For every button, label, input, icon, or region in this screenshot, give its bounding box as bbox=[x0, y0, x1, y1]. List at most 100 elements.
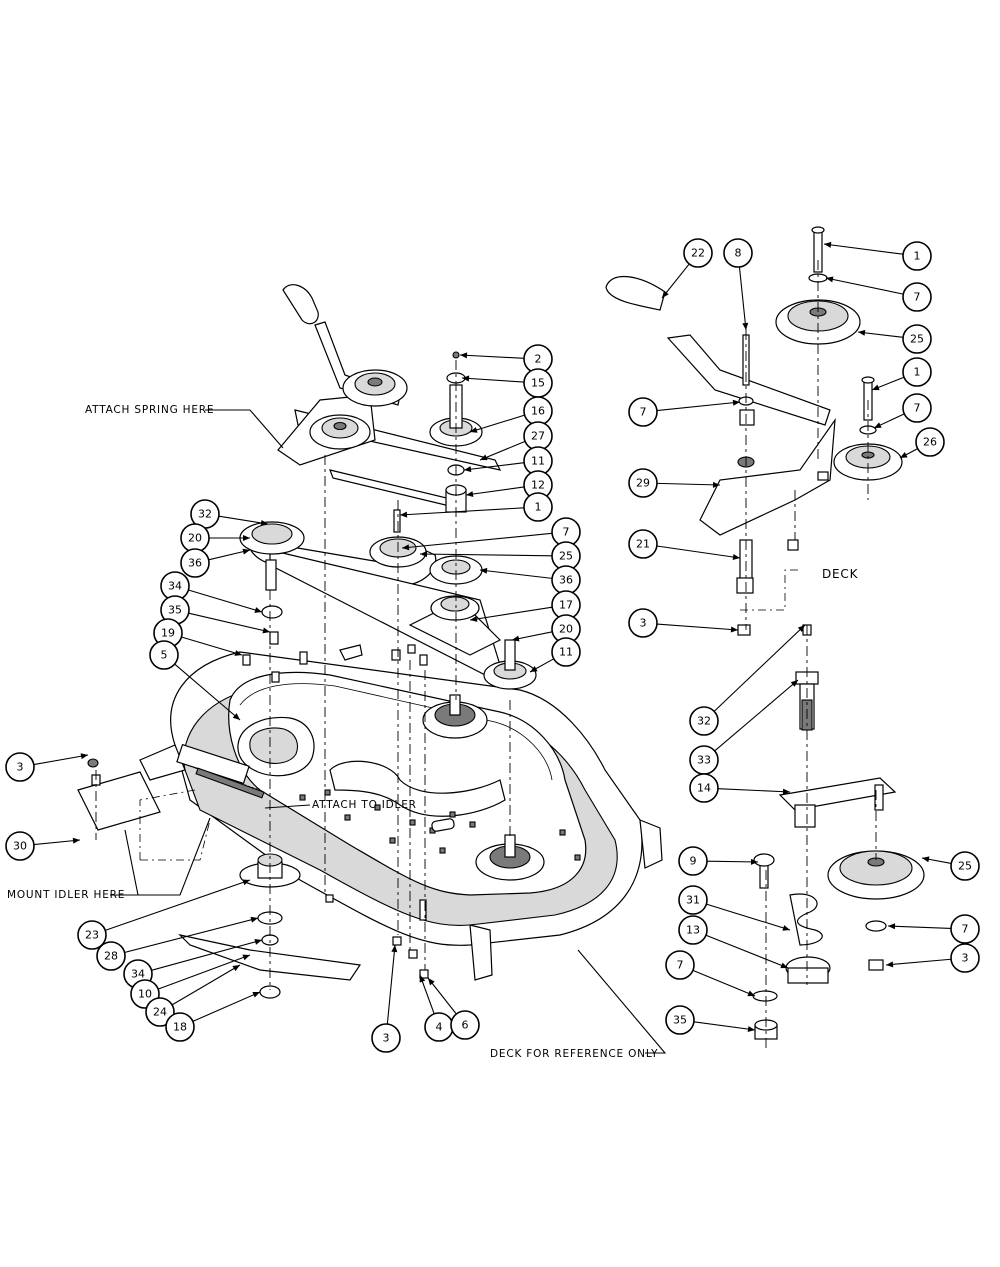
callout-number: 2 bbox=[535, 353, 542, 366]
idler-arm-assembly bbox=[277, 284, 408, 466]
callout-arrowhead bbox=[402, 544, 410, 551]
callout-circle bbox=[551, 637, 581, 667]
callout-arrowhead bbox=[470, 615, 478, 622]
callout-arrowhead bbox=[730, 626, 738, 633]
callout-28: 28 bbox=[96, 916, 259, 971]
callout-circle bbox=[450, 1010, 480, 1040]
callout-number: 27 bbox=[531, 430, 545, 443]
callout-circle bbox=[902, 357, 932, 387]
callout-9: 9 bbox=[678, 846, 759, 876]
callout-arrowhead bbox=[464, 466, 472, 473]
callout-arrowhead bbox=[747, 990, 755, 997]
callout-arrowhead bbox=[260, 519, 268, 526]
callout-14: 14 bbox=[689, 773, 791, 803]
callout-15: 15 bbox=[461, 368, 553, 398]
callout-21: 21 bbox=[628, 529, 741, 560]
callout-circle bbox=[149, 640, 179, 670]
callout-leader bbox=[188, 612, 271, 633]
callout-number: 14 bbox=[697, 782, 711, 795]
callout-34: 34 bbox=[160, 571, 263, 613]
callout-arrowhead bbox=[262, 627, 270, 634]
idler-arm-14 bbox=[778, 777, 897, 828]
callout-leader bbox=[151, 939, 263, 971]
callout-7: 7 bbox=[825, 276, 932, 312]
callout-leader bbox=[738, 266, 747, 331]
callout-11: 11 bbox=[529, 637, 581, 673]
callout-arrowhead bbox=[460, 352, 468, 359]
callout-arrowhead bbox=[512, 635, 520, 642]
callout-22: 22 bbox=[661, 238, 713, 299]
callout-leader bbox=[399, 507, 525, 516]
note-mount-idler: MOUNT IDLER HERE bbox=[7, 889, 125, 901]
callout-circle bbox=[689, 773, 719, 803]
callout-number: 7 bbox=[914, 402, 921, 415]
callout-circle bbox=[902, 393, 932, 423]
note-attach-idler: ATTACH TO IDLER bbox=[312, 799, 417, 811]
callout-circle bbox=[145, 997, 175, 1027]
callout-number: 25 bbox=[559, 550, 573, 563]
callout-31: 31 bbox=[678, 885, 791, 931]
deck-spindle-center bbox=[422, 694, 488, 739]
callout-number: 6 bbox=[462, 1019, 469, 1032]
callout-leader bbox=[171, 964, 241, 1006]
callout-number: 20 bbox=[559, 623, 573, 636]
callout-7: 7 bbox=[665, 950, 756, 997]
callout-number: 35 bbox=[673, 1014, 687, 1027]
callout-number: 11 bbox=[559, 646, 573, 659]
callout-circle bbox=[5, 831, 35, 861]
callout-number: 31 bbox=[686, 894, 700, 907]
callout-leader bbox=[823, 243, 904, 255]
callout-leader bbox=[887, 925, 952, 930]
callout-number: 15 bbox=[531, 377, 545, 390]
callout-leader bbox=[479, 569, 553, 579]
idler-bracket-17 bbox=[408, 595, 502, 656]
callout-number: 11 bbox=[531, 455, 545, 468]
callout-number: 21 bbox=[636, 538, 650, 551]
callout-36: 36 bbox=[479, 565, 581, 595]
callout-leader bbox=[469, 414, 525, 433]
callout-circle bbox=[5, 752, 35, 782]
callout-arrowhead bbox=[466, 491, 474, 498]
callout-25: 25 bbox=[857, 324, 932, 354]
callout-number: 22 bbox=[691, 247, 705, 260]
callout-leader bbox=[692, 969, 756, 997]
callout-number: 3 bbox=[962, 952, 969, 965]
callout-arrowhead bbox=[420, 551, 428, 558]
callout-leader bbox=[208, 549, 251, 561]
callout-leader bbox=[656, 401, 741, 412]
callout-circle bbox=[950, 851, 980, 881]
callout-arrowhead bbox=[462, 375, 470, 382]
callout-number: 3 bbox=[17, 761, 24, 774]
callout-20: 20 bbox=[180, 523, 250, 553]
callout-number: 17 bbox=[559, 599, 573, 612]
callout-circle bbox=[689, 706, 719, 736]
deck-spring bbox=[195, 767, 265, 799]
callout-leader bbox=[706, 903, 791, 931]
callout-number: 32 bbox=[697, 715, 711, 728]
callout-arrowhead bbox=[391, 945, 398, 953]
callout-leader bbox=[461, 377, 525, 383]
pulley-11-right bbox=[483, 639, 537, 690]
callout-leader bbox=[705, 934, 789, 969]
callout-number: 16 bbox=[531, 405, 545, 418]
annotations: ATTACH SPRING HERE ATTACH TO IDLER MOUNT… bbox=[7, 404, 858, 1060]
callout-number: 25 bbox=[958, 860, 972, 873]
callout-arrowhead bbox=[922, 856, 930, 863]
callout-number: 12 bbox=[531, 479, 545, 492]
mower-deck bbox=[139, 644, 663, 981]
callout-leader bbox=[714, 679, 799, 752]
callout-3: 3 bbox=[628, 608, 739, 638]
callout-arrowhead bbox=[530, 665, 538, 672]
callout-arrowhead bbox=[742, 322, 749, 330]
callout-arrowhead bbox=[428, 978, 435, 986]
callout-number: 28 bbox=[104, 950, 118, 963]
deck-spindle-right bbox=[475, 834, 545, 881]
callout-arrowhead bbox=[242, 548, 250, 555]
callout-arrowhead bbox=[858, 329, 866, 336]
callout-number: 23 bbox=[85, 929, 99, 942]
callout-35: 35 bbox=[665, 1005, 756, 1035]
callout-leader bbox=[427, 977, 457, 1015]
callout-leader bbox=[33, 839, 81, 846]
callout-1: 1 bbox=[399, 492, 553, 522]
